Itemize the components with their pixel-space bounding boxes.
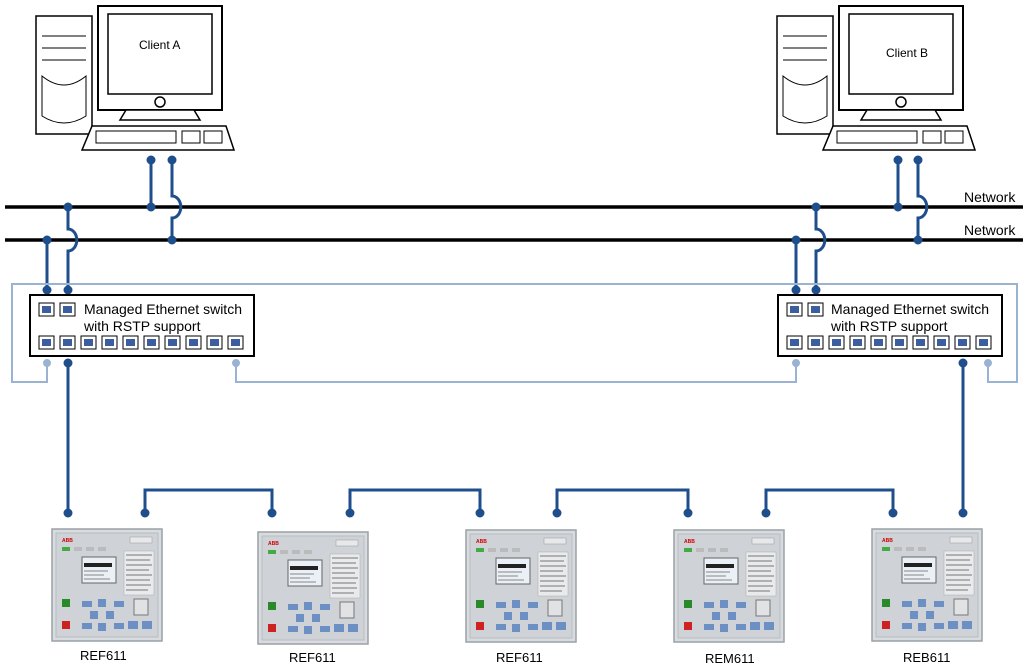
relay-4 <box>673 529 785 643</box>
relay-chain-links <box>140 488 898 518</box>
client-a-label: Client A <box>139 38 181 52</box>
rstp-ring <box>11 283 1018 383</box>
relay-5 <box>871 528 983 642</box>
relay-1 <box>51 528 163 642</box>
client-b-label: Client B <box>886 46 929 60</box>
switch-downlinks <box>63 358 968 518</box>
switch-b-uplinks <box>791 202 827 295</box>
relay-4-label: REM611 <box>705 651 755 666</box>
network-label-2: Network <box>964 222 1016 238</box>
client-b-computer <box>776 5 976 151</box>
switch-b-label-line2: with RSTP support <box>831 318 948 334</box>
switch-a-label-line1: Managed Ethernet switch <box>84 301 242 317</box>
client-a-links <box>146 155 183 245</box>
switch-a-uplinks <box>42 202 79 295</box>
switch-b-label-line1: Managed Ethernet switch <box>831 301 989 317</box>
switch-a <box>29 294 255 357</box>
relay-2 <box>257 531 369 645</box>
switch-a-label-line2: with RSTP support <box>84 318 201 334</box>
relay-3-label: REF611 <box>496 650 543 665</box>
relay-5-label: REB611 <box>903 650 951 665</box>
client-b-links <box>893 155 929 245</box>
switch-b <box>777 294 1003 357</box>
relay-3 <box>465 529 577 643</box>
relay-1-label: REF611 <box>80 648 127 663</box>
relay-2-label: REF611 <box>289 650 336 665</box>
client-a-computer <box>35 5 235 151</box>
network-label-1: Network <box>964 189 1016 205</box>
